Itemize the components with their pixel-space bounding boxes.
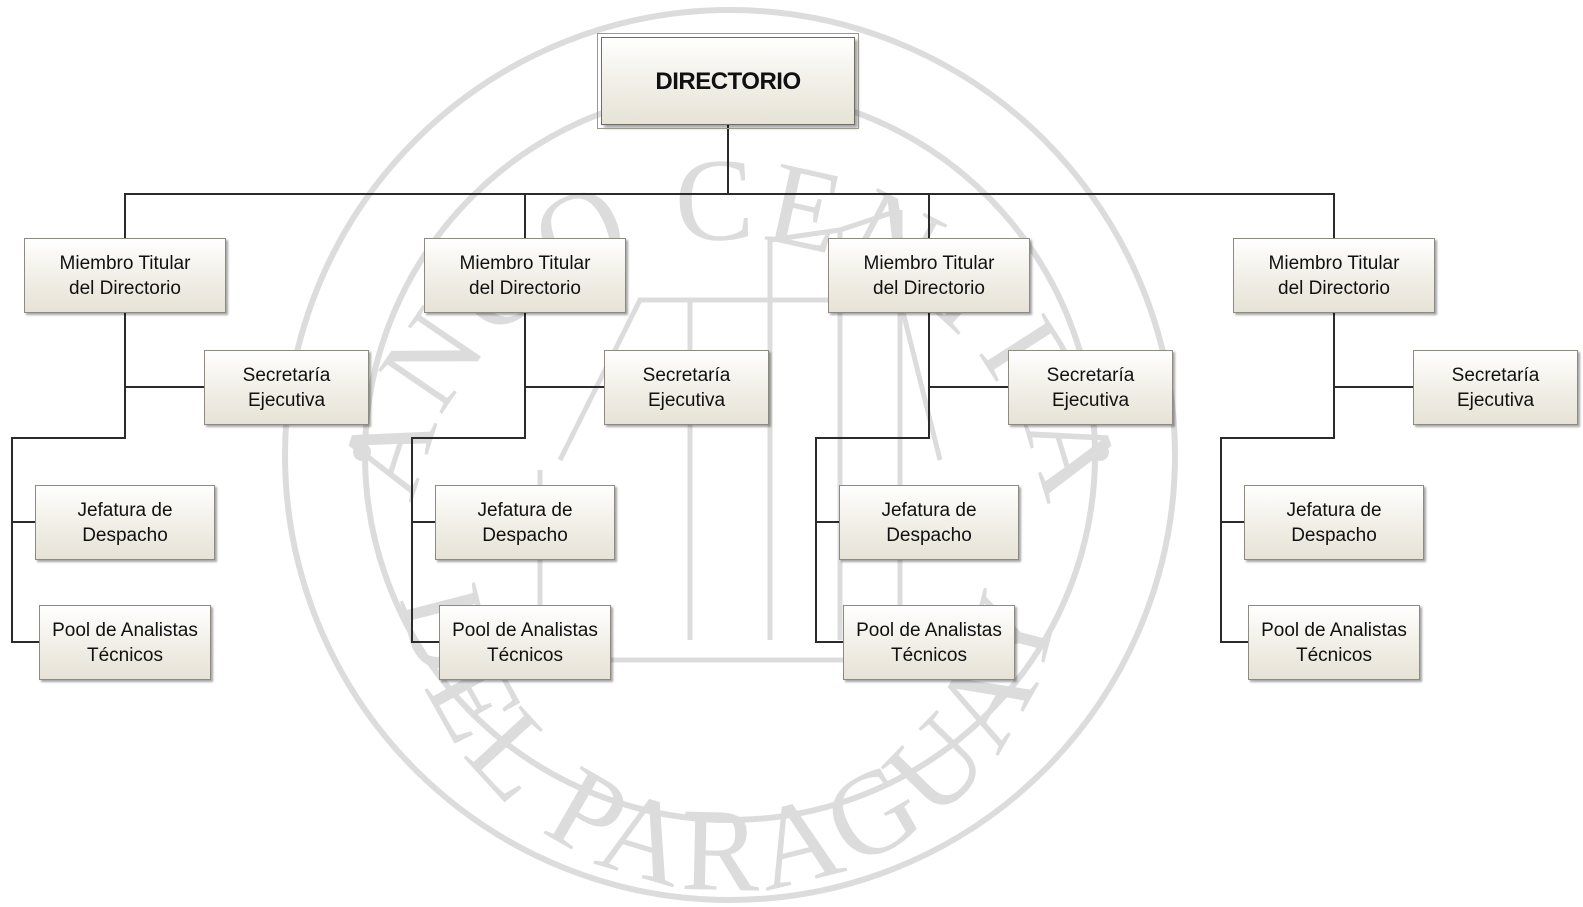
- jefatura-despacho-box: Jefatura de Despacho: [839, 485, 1019, 560]
- directorio-box: DIRECTORIO: [597, 33, 859, 129]
- pool-analistas-box: Pool de Analistas Técnicos: [843, 605, 1015, 680]
- secretaria-ejecutiva-box: Secretaría Ejecutiva: [1413, 350, 1578, 425]
- jefatura-despacho-box: Jefatura de Despacho: [35, 485, 215, 560]
- member-titular-box: Miembro Titular del Directorio: [1233, 238, 1435, 313]
- secretaria-ejecutiva-box: Secretaría Ejecutiva: [204, 350, 369, 425]
- pool-analistas-box: Pool de Analistas Técnicos: [1248, 605, 1420, 680]
- pool-analistas-box: Pool de Analistas Técnicos: [39, 605, 211, 680]
- pool-analistas-box: Pool de Analistas Técnicos: [439, 605, 611, 680]
- jefatura-despacho-box: Jefatura de Despacho: [1244, 485, 1424, 560]
- member-titular-box: Miembro Titular del Directorio: [424, 238, 626, 313]
- secretaria-ejecutiva-box: Secretaría Ejecutiva: [1008, 350, 1173, 425]
- member-titular-box: Miembro Titular del Directorio: [24, 238, 226, 313]
- jefatura-despacho-box: Jefatura de Despacho: [435, 485, 615, 560]
- secretaria-ejecutiva-box: Secretaría Ejecutiva: [604, 350, 769, 425]
- member-titular-box: Miembro Titular del Directorio: [828, 238, 1030, 313]
